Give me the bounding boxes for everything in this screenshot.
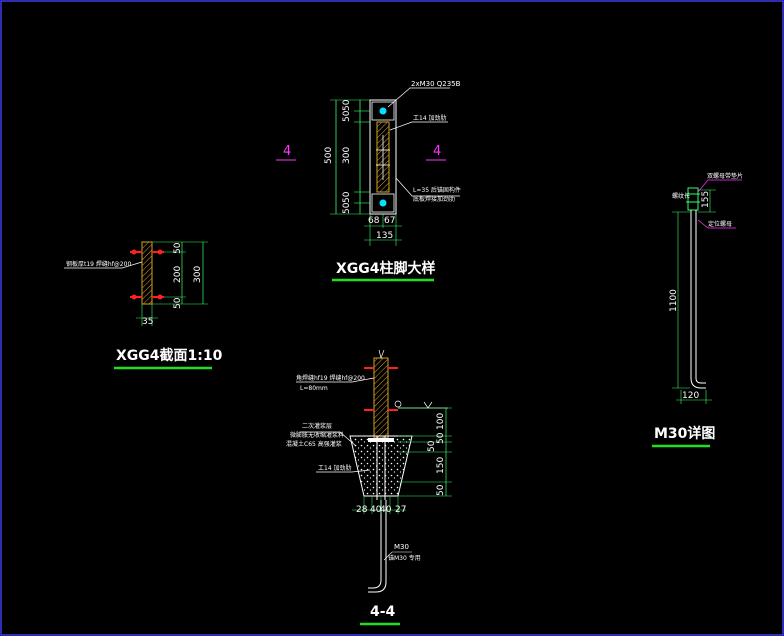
xgg4-plate [141, 241, 153, 305]
cf-dim-v4: 50 [342, 191, 352, 203]
s44-note-grout-2: 微膨胀无收缩灌浆料 [290, 431, 344, 439]
cf-dim-total: 500 [324, 147, 334, 164]
m30-title: M30详图 [654, 425, 715, 442]
section-4-4-view: 角焊缝hf19 焊缝hf@200 L=80mm 二次灌浆层 微膨胀无收缩灌浆料 … [286, 349, 452, 626]
weld-icon [131, 294, 137, 300]
section-mark-right: 4 [433, 144, 441, 159]
s44-note-weld-1: 角焊缝hf19 焊缝hf@200 [296, 374, 365, 382]
s44-note-grout-1: 二次灌浆层 [302, 422, 332, 430]
weld-icon [157, 249, 163, 255]
s44-dim-r3: 50 [427, 440, 437, 452]
xgg4-dim-bottom: 35 [142, 317, 153, 327]
m30-detail-view: 155 1100 120 双螺母带垫片 定位螺母 螺纹长 M30详图 [652, 172, 743, 448]
xgg4-dim-3: 50 [173, 297, 183, 309]
m30-dim-thread: 155 [701, 191, 711, 208]
section-xgg4-title: XGG4截面1:10 [116, 347, 223, 364]
cf-note-plate-2: 底板焊接加劲肋 [413, 195, 455, 203]
xgg4-dim-1: 50 [173, 242, 183, 254]
bolt-bottom-icon [379, 199, 387, 207]
m30-dim-bottom: 120 [682, 391, 699, 401]
s44-dim-r1: 100 [436, 413, 446, 430]
weld-icon [131, 249, 137, 255]
s44-dim-b3: 40 [380, 505, 392, 515]
column-foot-title: XGG4柱脚大样 [336, 260, 436, 277]
s44-dim-r5: 50 [436, 484, 446, 496]
column-foot-view: 50 50 300 50 50 500 68 67 135 2xM30 Q235… [276, 80, 461, 282]
s44-dim-r2: 50 [436, 432, 446, 444]
cf-note-plate-1: L=35 后锚固构件 [413, 186, 461, 194]
s44-note-weld-2: L=80mm [300, 385, 328, 392]
s44-dim-b4: 27 [395, 505, 406, 515]
m30-note-top-2: 定位螺母 [708, 220, 732, 228]
m30-note-left: 螺纹长 [672, 192, 690, 200]
s44-dim-b2: 40 [370, 505, 382, 515]
weld-icon [157, 294, 163, 300]
cf-dim-h1: 68 [368, 216, 380, 226]
cf-note-stiffener: 工14 加劲肋 [413, 114, 447, 122]
section-4-4-pedestal [349, 435, 413, 497]
bolt-top-icon [379, 107, 387, 115]
s44-note-bolt-2: 锚M30 专用 [388, 554, 421, 562]
bolt-box-bottom [371, 193, 395, 213]
m30-note-top-1: 双螺母带垫片 [707, 172, 743, 180]
cf-dim-v1: 50 [342, 99, 352, 111]
cf-dim-v2: 50 [342, 110, 352, 122]
xgg4-dim-total: 300 [193, 266, 203, 283]
section-mark-left: 4 [283, 144, 291, 159]
section-4-4-column [373, 357, 389, 439]
cf-dim-v3: 300 [342, 147, 352, 164]
m30-dim-length: 1100 [669, 289, 679, 312]
s44-note-bolt-1: M30 [394, 543, 409, 551]
s44-dim-r4: 150 [436, 457, 446, 474]
section-4-4-title: 4-4 [370, 604, 396, 620]
cf-dim-h-total: 135 [376, 231, 393, 241]
m30-nut [687, 187, 699, 211]
s44-note-grout-3: 混凝土C65 高强灌浆 [286, 440, 342, 448]
section-xgg4-view: 钢板厚t19 焊缝hf@200 50 200 50 300 35 XGG4截面1… [64, 241, 223, 370]
bolt-box-top [371, 101, 395, 121]
cf-dim-v5: 50 [342, 202, 352, 214]
xgg4-note: 钢板厚t19 焊缝hf@200 [66, 260, 131, 268]
s44-dim-b1: 28 [356, 505, 368, 515]
cf-dim-h2: 67 [384, 216, 395, 226]
xgg4-dim-2: 200 [173, 266, 183, 283]
s44-note-stiff: 工14 加劲肋 [318, 464, 352, 472]
cf-note-bolt: 2xM30 Q235B [411, 80, 461, 88]
